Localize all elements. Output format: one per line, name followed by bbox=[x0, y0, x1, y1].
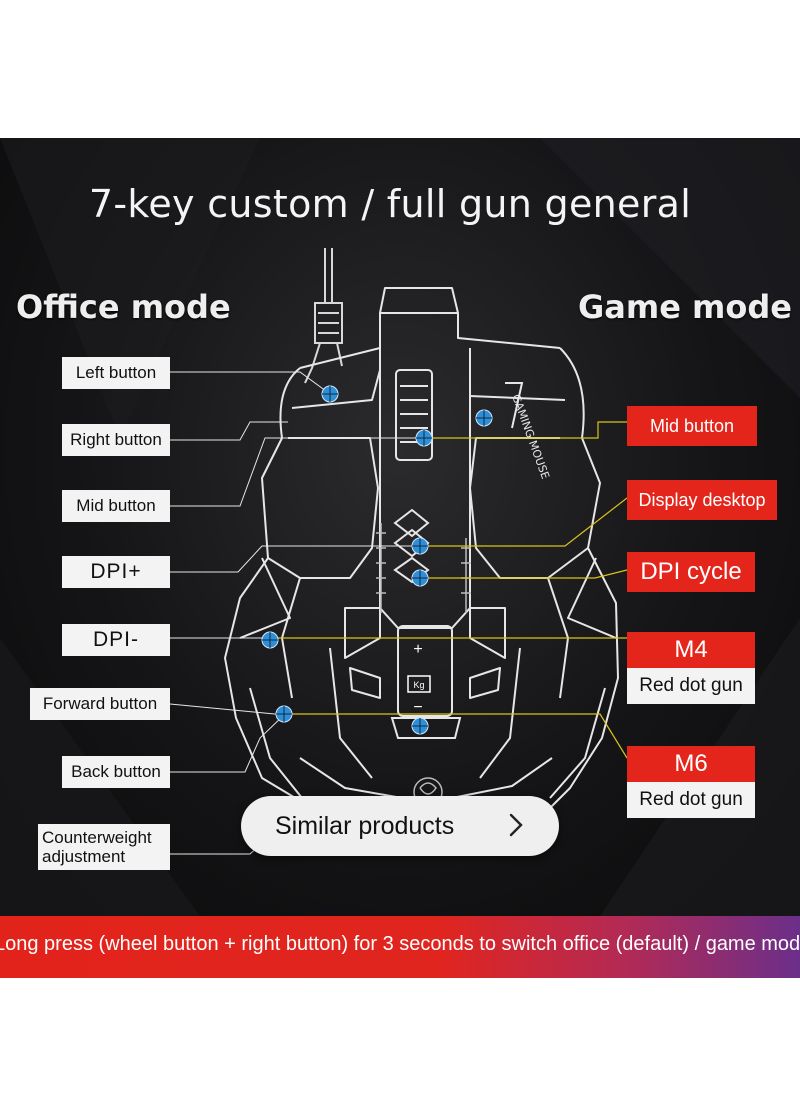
game-m4-sub: Red dot gun bbox=[627, 668, 755, 704]
label-mid-button: Mid button bbox=[62, 490, 170, 522]
game-dpi-cycle: DPI cycle bbox=[627, 552, 755, 592]
marker-right-icon bbox=[475, 409, 493, 427]
label-counterweight: Counterweight adjustment bbox=[38, 824, 170, 870]
weight-text: Kg bbox=[413, 680, 424, 690]
label-forward-button: Forward button bbox=[30, 688, 170, 720]
minus-glyph: − bbox=[413, 699, 422, 716]
marker-dpi-minus-icon bbox=[411, 569, 429, 587]
marker-left-icon bbox=[321, 385, 339, 403]
game-m6-sub: Red dot gun bbox=[627, 782, 755, 818]
label-right-button: Right button bbox=[62, 424, 170, 456]
marker-back-icon bbox=[275, 705, 293, 723]
marker-mid-icon bbox=[415, 429, 433, 447]
button-markers bbox=[261, 385, 493, 735]
label-back-button: Back button bbox=[62, 756, 170, 788]
office-mode-heading: Office mode bbox=[16, 288, 231, 326]
similar-products-label: Similar products bbox=[275, 811, 455, 840]
marker-counterweight-icon bbox=[411, 717, 429, 735]
label-dpi-minus: DPI- bbox=[62, 624, 170, 656]
game-mid-button: Mid button bbox=[627, 406, 757, 446]
game-mode-heading: Game mode bbox=[578, 288, 792, 326]
similar-products-button[interactable]: Similar products bbox=[241, 796, 559, 856]
game-m6: M6 bbox=[627, 746, 755, 782]
mode-switch-banner: Long press (wheel button + right button)… bbox=[0, 916, 800, 978]
weight-icon bbox=[407, 675, 431, 693]
marker-dpi-plus-icon bbox=[411, 537, 429, 555]
game-m4: M4 bbox=[627, 632, 755, 668]
banner-text: Long press (wheel button + right button)… bbox=[0, 933, 800, 955]
plus-glyph: + bbox=[413, 641, 422, 658]
counterweight-line2: adjustment bbox=[42, 847, 126, 866]
product-panel: GAMING MOUSE + − Kg bbox=[0, 138, 800, 916]
game-display-desktop: Display desktop bbox=[627, 480, 777, 520]
chevron-right-icon bbox=[509, 813, 523, 837]
gaming-mouse-text: GAMING MOUSE bbox=[509, 393, 552, 481]
counterweight-line1: Counterweight bbox=[42, 828, 152, 847]
page-title: 7-key custom / full gun general bbox=[88, 182, 692, 226]
label-dpi-plus: DPI+ bbox=[62, 556, 170, 588]
marker-forward-icon bbox=[261, 631, 279, 649]
label-left-button: Left button bbox=[62, 357, 170, 389]
